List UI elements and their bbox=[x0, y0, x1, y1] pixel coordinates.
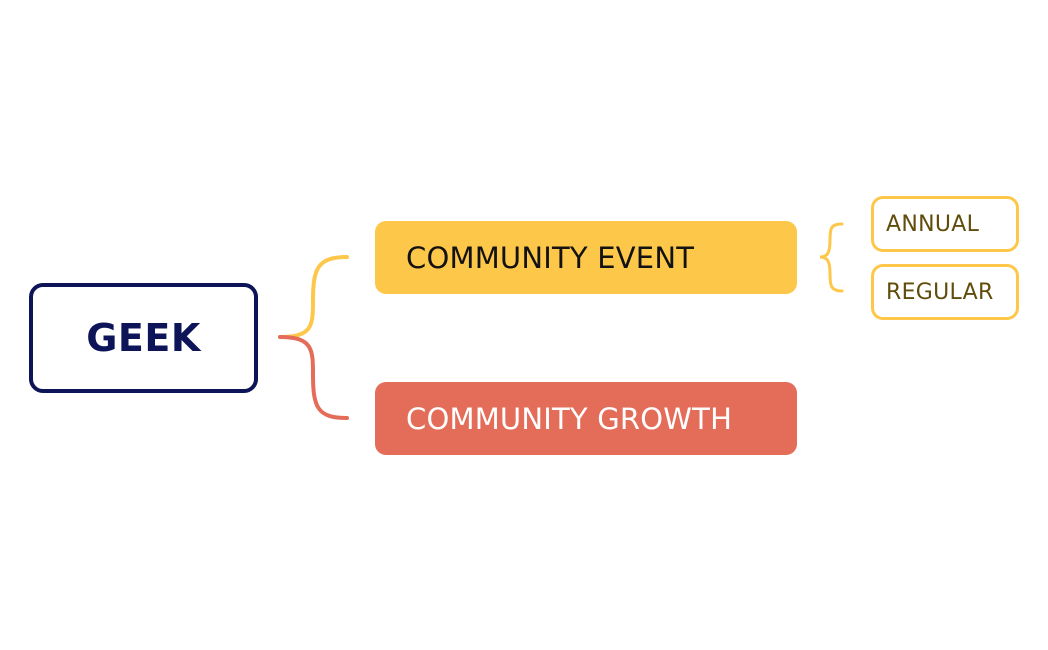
branch-node-community-event[interactable]: COMMUNITY EVENT bbox=[375, 221, 797, 294]
brace-to-community-growth bbox=[278, 335, 349, 420]
branch-node-label: COMMUNITY EVENT bbox=[406, 240, 695, 275]
leaf-node-regular[interactable]: REGULAR bbox=[871, 264, 1019, 320]
root-node-label: GEEK bbox=[86, 316, 201, 360]
branch-node-community-growth[interactable]: COMMUNITY GROWTH bbox=[375, 382, 797, 455]
brace-to-annual-regular bbox=[819, 222, 844, 293]
leaf-node-label: REGULAR bbox=[886, 279, 994, 305]
leaf-node-label: ANNUAL bbox=[886, 211, 980, 237]
leaf-node-annual[interactable]: ANNUAL bbox=[871, 196, 1019, 252]
root-node-geek[interactable]: GEEK bbox=[29, 283, 258, 393]
branch-node-label: COMMUNITY GROWTH bbox=[406, 401, 733, 436]
brace-to-community-event bbox=[278, 255, 349, 339]
